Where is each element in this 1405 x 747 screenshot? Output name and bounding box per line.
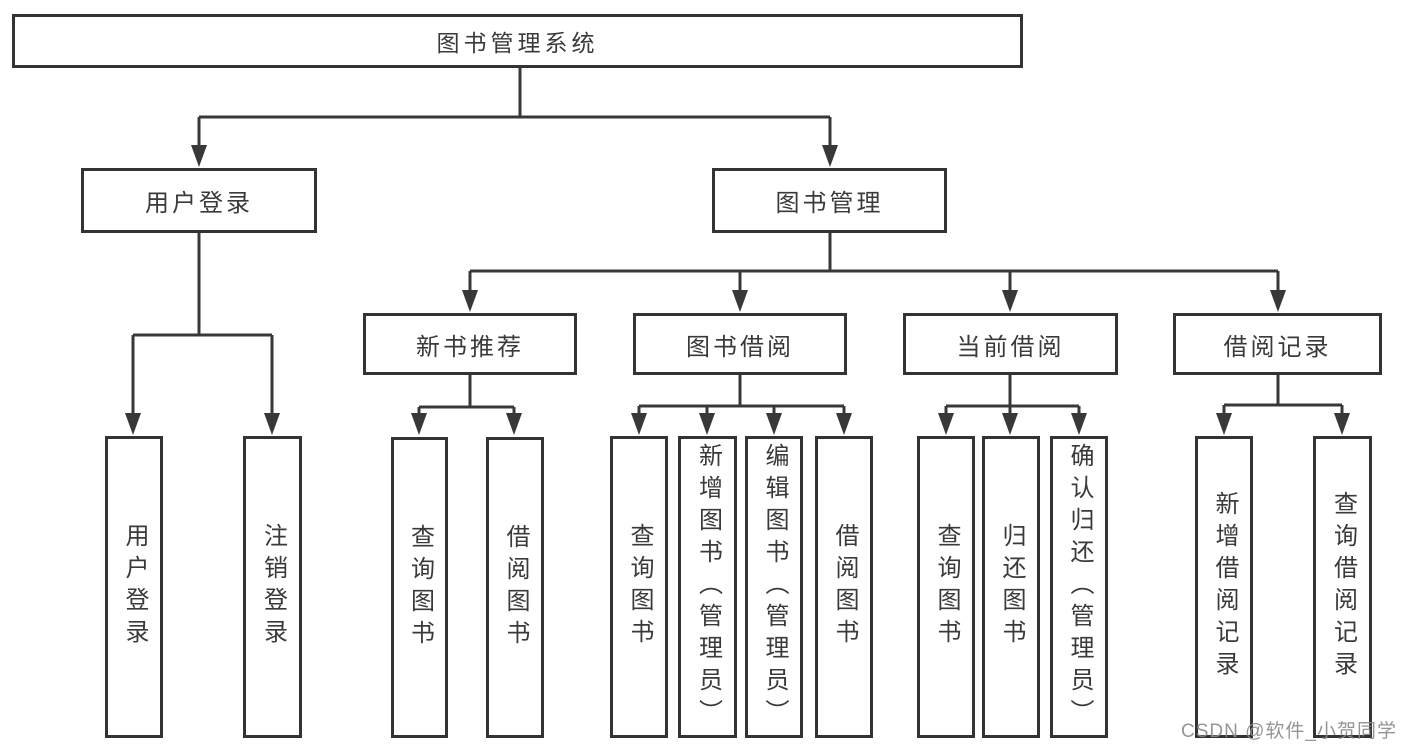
node-book-management: 图书管理 xyxy=(712,168,947,233)
arrow-down-icon xyxy=(822,145,838,167)
leaf-add-book-admin: 新增图书（管理员） xyxy=(678,436,737,738)
node-library-system: 图书管理系统 xyxy=(12,14,1023,68)
leaf-edit-book-admin: 编辑图书（管理员） xyxy=(745,436,803,738)
arrow-down-icon xyxy=(264,413,280,435)
leaf-confirm-return-admin: 确认归还（管理员） xyxy=(1050,436,1108,738)
node-label: 新书推荐 xyxy=(416,333,524,361)
node-label: 当前借阅 xyxy=(956,333,1065,361)
arrow-down-icon xyxy=(1270,290,1286,312)
arrow-down-icon xyxy=(1334,413,1350,435)
node-book-borrowing: 图书借阅 xyxy=(633,313,847,375)
node-label: 借阅记录 xyxy=(1223,333,1332,361)
node-current-borrowing: 当前借阅 xyxy=(903,313,1118,375)
arrow-down-icon xyxy=(1002,290,1018,312)
leaf-user-login: 用户登录 xyxy=(105,436,163,738)
connector-current-children xyxy=(938,375,1087,435)
node-user-login: 用户登录 xyxy=(81,168,317,233)
node-label: 图书借阅 xyxy=(686,333,794,361)
leaf-borrow-books-2: 借阅图书 xyxy=(815,436,873,738)
arrow-down-icon xyxy=(1216,413,1232,435)
node-borrow-records: 借阅记录 xyxy=(1173,313,1382,375)
arrow-down-icon xyxy=(766,413,782,435)
leaf-return-book: 归还图书 xyxy=(982,436,1040,738)
arrow-down-icon xyxy=(462,290,478,312)
arrow-down-icon xyxy=(506,413,522,435)
connector-new-books-children xyxy=(411,375,522,435)
leaf-logout: 注销登录 xyxy=(243,436,302,738)
arrow-down-icon xyxy=(699,413,715,435)
connector-borrow-children xyxy=(631,375,852,435)
node-label: 用户登录 xyxy=(145,190,253,217)
leaf-query-borrow-record: 查询借阅记录 xyxy=(1313,436,1372,738)
connector-root-to-level2 xyxy=(191,68,838,167)
arrow-down-icon xyxy=(1002,413,1018,435)
arrow-down-icon xyxy=(125,413,141,435)
connector-records-children xyxy=(1216,375,1350,435)
connector-user-login-children xyxy=(125,233,280,435)
leaf-query-books-3: 查询图书 xyxy=(917,436,975,738)
node-label: 图书管理 xyxy=(775,190,884,217)
leaf-borrow-books-1: 借阅图书 xyxy=(486,437,544,738)
leaf-add-borrow-record: 新增借阅记录 xyxy=(1195,436,1253,738)
arrow-down-icon xyxy=(631,413,647,435)
csdn-watermark: CSDN @软件_小贺同学 xyxy=(1181,721,1397,742)
arrow-down-icon xyxy=(938,413,954,435)
node-new-book-recommend: 新书推荐 xyxy=(363,313,577,375)
arrow-down-icon xyxy=(836,413,852,435)
arrow-down-icon xyxy=(411,413,427,435)
arrow-down-icon xyxy=(1071,413,1087,435)
node-label: 图书管理系统 xyxy=(436,30,599,56)
arrow-down-icon xyxy=(732,290,748,312)
leaf-query-books-1: 查询图书 xyxy=(391,437,448,738)
arrow-down-icon xyxy=(191,145,207,167)
connector-book-mgmt-to-level3 xyxy=(462,233,1286,312)
leaf-query-books-2: 查询图书 xyxy=(610,436,668,738)
